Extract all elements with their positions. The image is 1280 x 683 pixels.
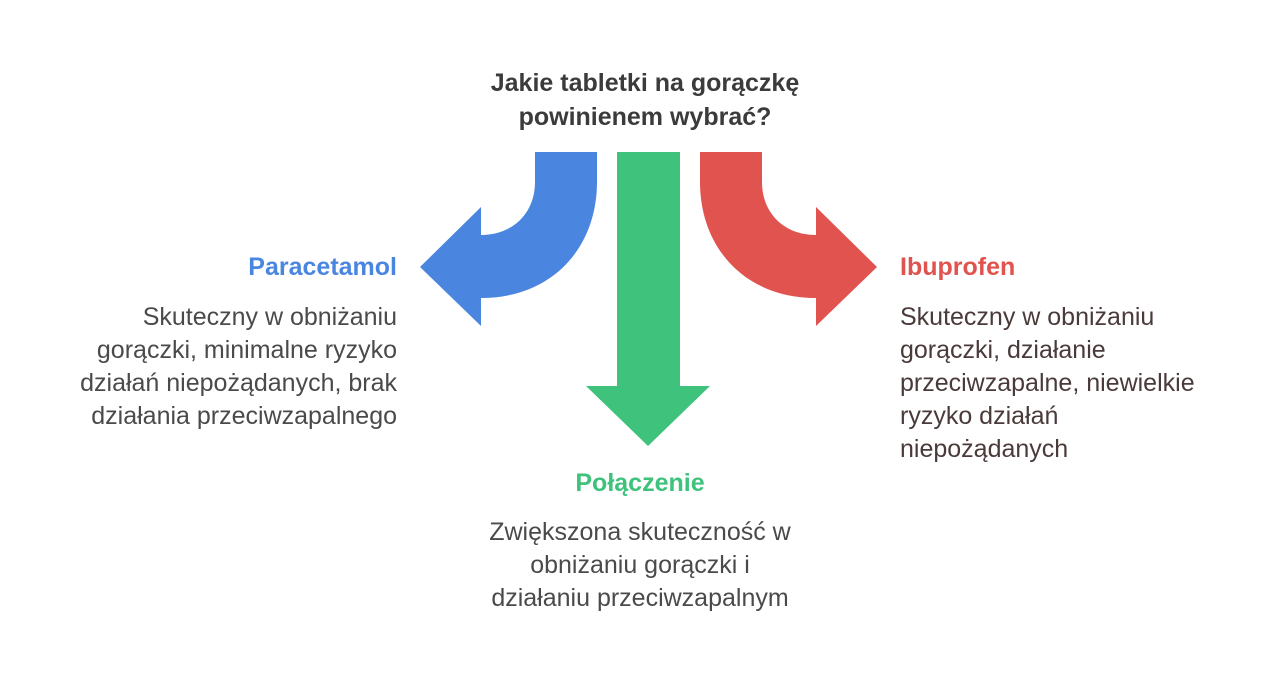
ibuprofen-description: Skuteczny w obniżaniu gorączki, działani… <box>900 301 1260 466</box>
description-line: Skuteczny w obniżaniu <box>142 303 397 331</box>
diagram-title: Jakie tabletki na gorączkę powinienem wy… <box>400 66 890 134</box>
paracetamol-heading: Paracetamol <box>248 253 397 281</box>
title-line: powinienem wybrać? <box>518 103 772 131</box>
paracetamol-arrow-icon <box>420 152 597 326</box>
description-line: przeciwzapalne, niewielkie <box>900 369 1195 397</box>
ibuprofen-heading: Ibuprofen <box>900 253 1016 281</box>
description-line: Zwiększona skuteczność w <box>489 518 791 546</box>
polaczenie-arrow-icon <box>586 152 710 446</box>
description-line: niepożądanych <box>900 435 1069 463</box>
description-line: działania przeciwzapalnego <box>91 402 397 430</box>
description-line: obniżaniu gorączki i <box>530 551 750 579</box>
description-line: ryzyko działań <box>900 402 1059 430</box>
polaczenie-description: Zwiększona skuteczność w obniżaniu gorąc… <box>420 516 860 615</box>
ibuprofen-arrow-icon <box>700 152 877 326</box>
description-line: działań niepożądanych, brak <box>80 369 397 397</box>
polaczenie-heading: Połączenie <box>575 469 705 497</box>
description-line: Skuteczny w obniżaniu <box>900 303 1155 331</box>
description-line: gorączki, minimalne ryzyko <box>96 336 397 364</box>
title-line: Jakie tabletki na gorączkę <box>490 69 800 97</box>
description-line: gorączki, działanie <box>900 336 1106 364</box>
description-line: działaniu przeciwzapalnym <box>491 584 789 612</box>
paracetamol-description: Skuteczny w obniżaniu gorączki, minimaln… <box>30 301 397 433</box>
